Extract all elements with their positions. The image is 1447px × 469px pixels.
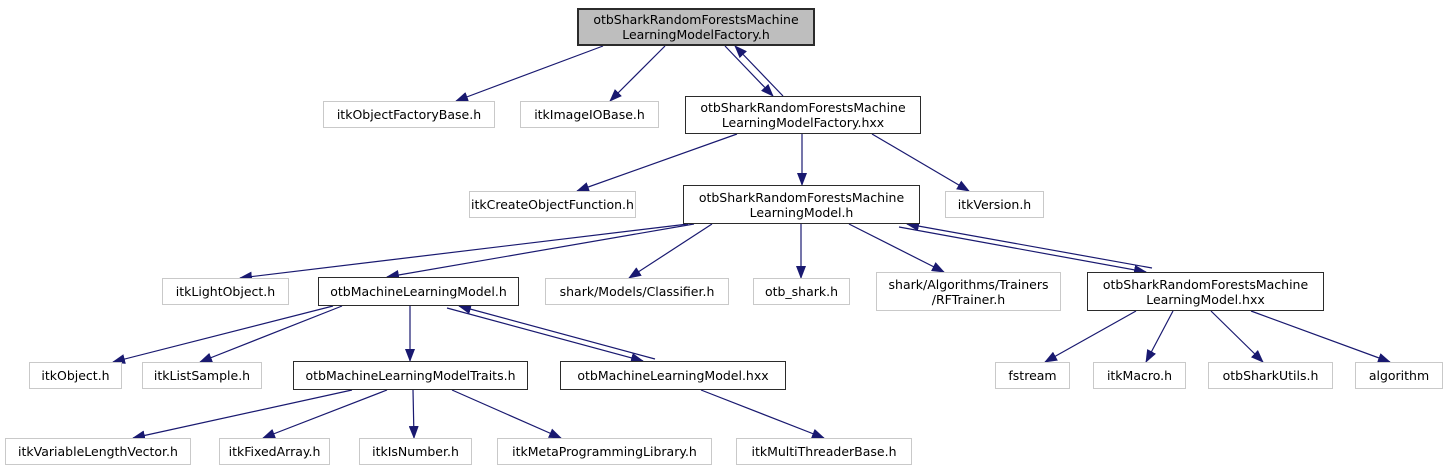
include-edge-model_h-to-otbMachineLearningModel_h <box>386 223 695 280</box>
graph-node-algorithm: algorithm <box>1355 362 1443 389</box>
graph-node-mlmodel_hxx[interactable]: otbMachineLearningModel.hxx <box>560 361 786 390</box>
graph-node-traits[interactable]: otbMachineLearningModelTraits.h <box>293 361 528 390</box>
graph-node-itkFixedArray_h: itkFixedArray.h <box>219 438 330 465</box>
include-edge-mlmodel_hxx-to-otbMachineLearningModel_h <box>458 304 656 360</box>
include-edge-factory_h-to-factory_hxx <box>724 45 774 97</box>
include-edge-model_hxx-to-model_h <box>906 221 1153 269</box>
graph-node-itkMacro_h: itkMacro.h <box>1093 362 1186 389</box>
graph-node-itkMultiThreaderBase_h: itkMultiThreaderBase.h <box>736 438 912 465</box>
include-edge-model_hxx-to-otbSharkUtils_h <box>1210 310 1264 363</box>
graph-node-factory_h: otbSharkRandomForestsMachine LearningMod… <box>577 8 815 46</box>
include-edge-model_h-to-classifier <box>628 223 713 279</box>
graph-node-itkIsNumber_h: itkIsNumber.h <box>359 438 472 465</box>
include-edge-factory_hxx-to-factory_h <box>734 45 784 97</box>
include-edge-mlmodel_hxx-to-itkMultiThreaderBase_h <box>700 389 825 439</box>
graph-node-rftrainer: shark/Algorithms/Trainers /RFTrainer.h <box>876 272 1061 311</box>
include-edge-traits-to-itkIsNumber_h <box>408 389 419 439</box>
include-edge-model_h-to-itkLightObject_h <box>239 223 689 282</box>
include-edge-factory_h-to-itkImageIOBase_h <box>609 45 666 102</box>
graph-node-itkCreateObjectFunction_h: itkCreateObjectFunction.h <box>469 191 636 218</box>
graph-node-otb_shark_h: otb_shark.h <box>753 278 850 305</box>
include-edge-factory_h-to-itkObjectFactoryBase_h <box>455 45 604 102</box>
include-edge-otbMachineLearningModel_h-to-mlmodel_hxx <box>446 307 644 363</box>
graph-node-itkMetaProgrammingLibrary_h: itkMetaProgrammingLibrary.h <box>497 438 712 465</box>
graph-node-model_hxx[interactable]: otbSharkRandomForestsMachine LearningMod… <box>1087 272 1324 311</box>
graph-node-otbMachineLearningModel_h[interactable]: otbMachineLearningModel.h <box>318 277 519 306</box>
include-edge-traits-to-itkMetaProgrammingLibrary_h <box>451 389 562 439</box>
include-edge-model_hxx-to-fstream <box>1044 310 1137 363</box>
graph-node-itkVariableLengthVector_h: itkVariableLengthVector.h <box>5 438 191 465</box>
graph-node-classifier: shark/Models/Classifier.h <box>545 278 729 305</box>
graph-node-model_h[interactable]: otbSharkRandomForestsMachine LearningMod… <box>683 185 920 224</box>
include-edge-model_hxx-to-algorithm <box>1250 310 1391 363</box>
graph-node-itkListSample_h: itkListSample.h <box>142 362 262 389</box>
include-edge-traits-to-itkVariableLengthVector_h <box>132 389 353 441</box>
include-edge-model_hxx-to-itkMacro_h <box>1145 310 1174 363</box>
include-edge-model_h-to-model_hxx <box>898 226 1147 275</box>
include-edge-traits-to-itkFixedArray_h <box>262 389 388 439</box>
graph-node-itkLightObject_h: itkLightObject.h <box>162 278 289 305</box>
include-edge-model_h-to-rftrainer <box>848 223 945 273</box>
graph-node-fstream: fstream <box>995 362 1070 389</box>
graph-node-otbSharkUtils_h: otbSharkUtils.h <box>1208 362 1333 389</box>
include-edge-factory_hxx-to-itkVersion_h <box>871 133 970 192</box>
graph-node-itkImageIOBase_h: itkImageIOBase.h <box>520 101 659 128</box>
include-edge-otbMachineLearningModel_h-to-itkListSample_h <box>199 305 343 363</box>
graph-node-itkVersion_h: itkVersion.h <box>945 191 1044 218</box>
graph-node-itkObjectFactoryBase_h: itkObjectFactoryBase.h <box>323 101 495 128</box>
graph-node-factory_hxx[interactable]: otbSharkRandomForestsMachine LearningMod… <box>685 96 921 134</box>
graph-node-itkObject_h: itkObject.h <box>29 362 122 389</box>
include-edge-factory_hxx-to-itkCreateObjectFunction_h <box>576 133 738 192</box>
include-edge-otbMachineLearningModel_h-to-itkObject_h <box>112 305 334 364</box>
